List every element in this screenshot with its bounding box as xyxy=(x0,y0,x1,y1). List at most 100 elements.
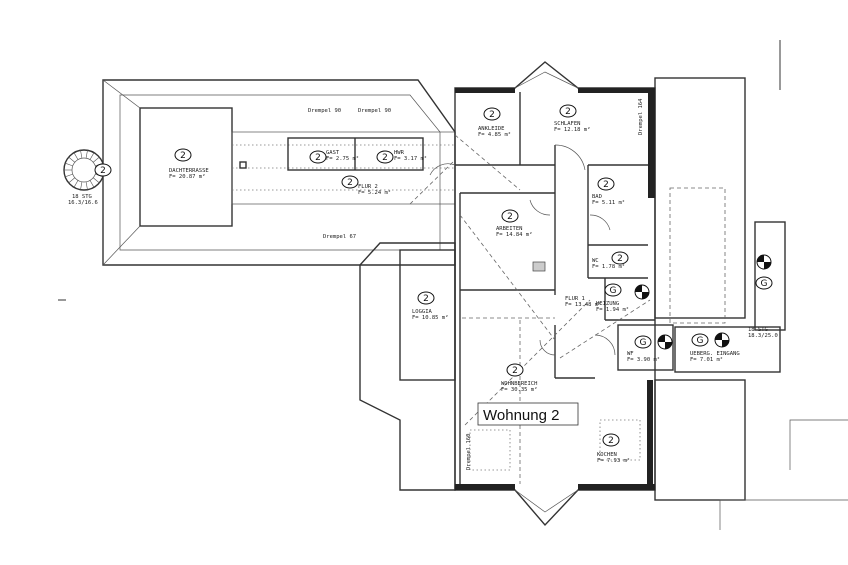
room-number-marker xyxy=(506,363,524,377)
spiral-stair: 2 18 STG 16.3/16.6 xyxy=(63,149,112,206)
room-wf: G WFF= 3.90 m² xyxy=(627,335,660,363)
room-area: F= 12.18 m² xyxy=(554,126,590,133)
stair-number: 2 xyxy=(100,166,106,176)
room-area: F= 1.94 m² xyxy=(596,306,629,313)
stair-label: 18 STG xyxy=(72,194,92,200)
drempel-label: Drempel 67 xyxy=(323,234,356,240)
room-area: F= 3.17 m² xyxy=(394,155,427,162)
room-name: WC xyxy=(592,258,599,264)
room-number-marker xyxy=(597,177,615,191)
room-name: WF xyxy=(627,351,634,357)
room-number-marker xyxy=(604,283,622,297)
room-name: BAD xyxy=(592,194,602,200)
room-number: 2 xyxy=(565,107,571,117)
stair-step xyxy=(68,156,76,163)
stair-step xyxy=(65,173,73,178)
room-number: G xyxy=(697,336,704,346)
stair-step xyxy=(89,180,95,188)
room-number: 2 xyxy=(382,153,388,163)
stair-step xyxy=(92,177,100,184)
room-number: 2 xyxy=(347,178,353,188)
room-number-marker xyxy=(417,291,435,305)
room-name: KOCHEN xyxy=(597,452,617,458)
right-wing-roof xyxy=(654,77,786,501)
stair-label: 18 STG xyxy=(748,327,768,333)
room-name: ARBEITEN xyxy=(496,226,523,232)
room-number-marker xyxy=(634,335,652,349)
room-number-marker xyxy=(611,251,629,265)
drempel-label: Drempel 90 xyxy=(358,108,391,114)
loggia-wing-roof xyxy=(359,242,456,491)
drempel-label: Drempel 160 xyxy=(466,434,472,470)
room-number: G xyxy=(640,338,647,348)
room-area: F= 5.11 m² xyxy=(592,199,625,206)
heating-symbol-icon xyxy=(657,334,673,350)
room-number: 2 xyxy=(489,110,495,120)
dachterrasse-area xyxy=(139,107,233,227)
drempel-label: Drempel 164 xyxy=(638,98,644,135)
unit-label-box xyxy=(477,402,579,426)
room-area: F= 1.78 m² xyxy=(592,263,625,270)
room-number: 2 xyxy=(608,436,614,446)
room-area: F= 7.01 m² xyxy=(690,356,723,363)
room-number: 2 xyxy=(315,153,321,163)
stair-step xyxy=(73,152,79,160)
stair-step xyxy=(65,162,73,167)
heating-symbol-icon xyxy=(756,254,772,270)
room-name: HEIZUNG xyxy=(596,301,619,307)
room-number: G xyxy=(610,286,617,296)
room-area: F= 3.90 m² xyxy=(627,356,660,363)
room-name: WOHNBEREICH xyxy=(501,381,537,387)
room-number: 2 xyxy=(603,180,609,190)
utility-symbols xyxy=(634,254,772,350)
room-number: 2 xyxy=(180,151,186,161)
room-area: F= 5.24 m² xyxy=(358,189,391,196)
room-number-marker xyxy=(174,148,192,162)
stair-step xyxy=(68,177,76,184)
left-wing-roof xyxy=(102,79,456,266)
room-number-marker xyxy=(602,433,620,447)
room-number: 2 xyxy=(507,212,513,222)
stair-step xyxy=(80,181,83,190)
stair-step xyxy=(73,180,79,188)
heating-symbol-icon xyxy=(634,284,650,300)
room-area: F= 2.75 m² xyxy=(326,155,359,162)
room-area: F= 4.85 m² xyxy=(478,131,511,138)
room-number-marker xyxy=(483,107,501,121)
stair-step xyxy=(89,152,95,160)
entrance-stair xyxy=(754,221,786,331)
room-number-marker xyxy=(559,104,577,118)
room-number-marker xyxy=(341,175,359,189)
room-area: F= 10.85 m² xyxy=(412,314,448,321)
room-area: F= 14.84 m² xyxy=(496,231,532,238)
room-number: 2 xyxy=(512,366,518,376)
stair-ratio: 18.3/25.0 xyxy=(748,333,778,339)
room-area: F= 20.87 m² xyxy=(169,173,205,180)
main-building xyxy=(429,61,674,527)
room-number: 2 xyxy=(423,294,429,304)
room-name: DACHTERRASSE xyxy=(169,168,209,174)
room-name: FLUR 2 xyxy=(358,184,378,190)
stair-step xyxy=(80,150,83,159)
room-flur1: FLUR 1F= 13.48 m² xyxy=(565,296,601,308)
room-number-marker xyxy=(376,150,394,164)
room-number-marker xyxy=(501,209,519,223)
room-area: F= 30.35 m² xyxy=(501,386,537,393)
stair-ratio: 16.3/16.6 xyxy=(68,200,98,206)
room-name: ANKLEIDE xyxy=(478,126,505,132)
room-name: HWR xyxy=(394,150,405,156)
heating-symbol-icon xyxy=(714,332,730,348)
